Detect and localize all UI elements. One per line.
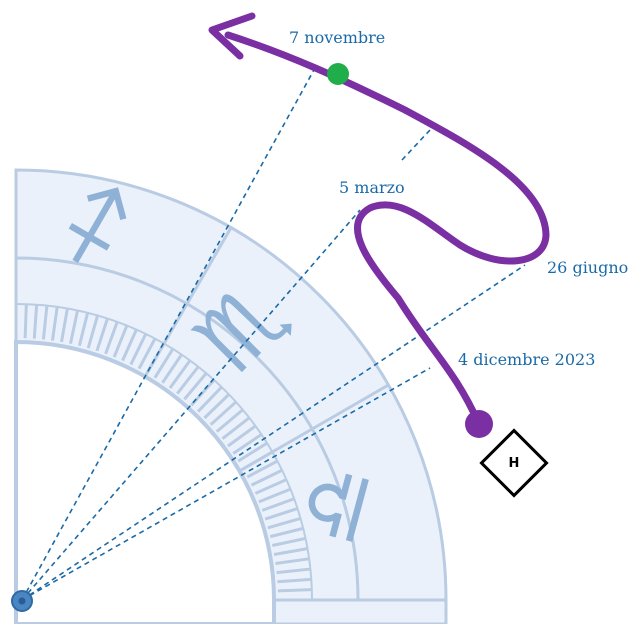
- wheel-tick: [271, 536, 306, 547]
- wheel-tick: [23, 304, 28, 339]
- wheel-tick: [129, 333, 148, 366]
- sightline-26-giugno: [21, 264, 526, 601]
- sightline-4-dicembre-2023: [21, 367, 431, 601]
- wheel-tick: [176, 365, 200, 395]
- zodiac-wheel: ♐ ♏ ♎: [14, 168, 448, 624]
- wheel-tick: [50, 306, 59, 341]
- wheel-tick: [209, 400, 237, 426]
- wheel-tick: [153, 348, 175, 379]
- wheel-tick: [41, 305, 49, 340]
- date-label-26-giugno: 26 giugno: [547, 258, 629, 277]
- wheel-tick: [196, 386, 223, 413]
- wheel-tick: [232, 433, 263, 455]
- wheel-tick: [215, 408, 244, 433]
- wheel-tick: [77, 312, 90, 347]
- current-position-dot-icon: [327, 63, 349, 85]
- wheel-tick: [104, 321, 119, 355]
- wheel-tick: [275, 557, 310, 566]
- observer-icon: [11, 590, 33, 612]
- wheel-tick: [277, 577, 312, 584]
- sightline-7-novembre: [21, 67, 316, 601]
- wheel-tick: [250, 468, 283, 487]
- wheel-tick: [86, 315, 100, 349]
- wheel-tick: [276, 567, 311, 575]
- wheel-tick: [273, 547, 308, 556]
- wheel-inner-disc: [14, 339, 276, 624]
- wheel-tick: [203, 393, 230, 420]
- wheel-tick: [267, 516, 301, 530]
- wheel-tick: [269, 526, 304, 539]
- path-arrowhead-icon: [208, 12, 256, 60]
- path-start-dot-icon: [465, 410, 493, 438]
- wheel-degree-ticks: [14, 304, 312, 602]
- wheel-tick: [112, 324, 129, 358]
- wheel-tick: [261, 497, 295, 512]
- wheel-scale-ring: [15, 256, 360, 601]
- wheel-tick: [254, 478, 288, 495]
- wheel-tick: [69, 310, 80, 345]
- wheel-tick: [32, 304, 39, 339]
- sightline-outer-segment: [401, 129, 431, 161]
- wheel-tick: [237, 441, 268, 463]
- date-label-7-novembre: 7 novembre: [289, 28, 386, 47]
- wheel-tick: [227, 424, 257, 448]
- date-label-4-dicembre-2023: 4 dicembre 2023: [458, 350, 596, 369]
- date-label-5-marzo: 5 marzo: [339, 178, 405, 197]
- wheel-tick: [277, 588, 312, 593]
- retrograde-path-line: [224, 31, 550, 428]
- wheel-tick: [246, 459, 279, 479]
- wheel-tick: [221, 416, 251, 440]
- h-diamond-icon: [479, 428, 549, 498]
- wheel-tick: [60, 308, 69, 343]
- planet-path: [208, 12, 550, 438]
- h-marker-label: H: [508, 456, 520, 471]
- sign-divider-2: [238, 383, 390, 473]
- wheel-tick: [258, 487, 292, 504]
- wheel-tick: [121, 328, 138, 362]
- wheel-tick: [95, 318, 109, 352]
- wheel-tick: [161, 353, 183, 384]
- sightlines: [21, 67, 526, 601]
- wheel-tick: [183, 372, 208, 401]
- wheel-tick: [264, 507, 298, 521]
- wheel-tick-ring: [15, 303, 313, 601]
- wheel-tick: [137, 337, 157, 370]
- wheel-tick: [168, 359, 192, 389]
